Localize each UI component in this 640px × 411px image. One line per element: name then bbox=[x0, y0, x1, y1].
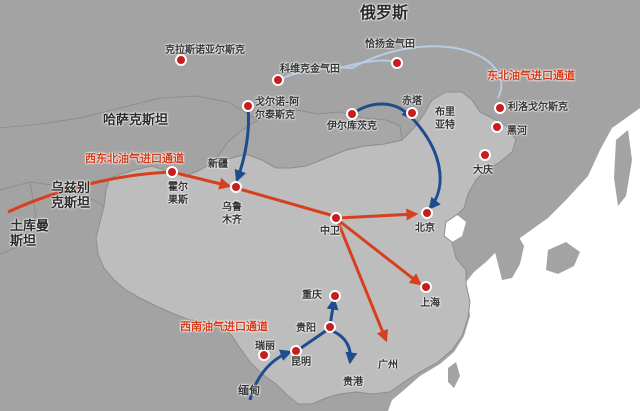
dot-beijing[interactable] bbox=[421, 207, 433, 219]
dot-irkutsk[interactable] bbox=[346, 108, 358, 120]
dot-khorgos[interactable] bbox=[166, 166, 178, 178]
route-turkmen-khorgos bbox=[7, 170, 173, 214]
label-chita: 赤塔 bbox=[402, 96, 422, 107]
label-myanmar: 缅甸 bbox=[238, 384, 260, 397]
sakhalin bbox=[614, 130, 632, 206]
route-kunming-guiyang bbox=[297, 326, 331, 352]
label-chayanda: 恰扬金气田 bbox=[365, 39, 415, 50]
label-chongqing: 重庆 bbox=[302, 290, 322, 301]
label-kovykta: 科维克金气田 bbox=[280, 64, 340, 75]
dot-chayanda[interactable] bbox=[391, 57, 403, 69]
border-russia bbox=[0, 95, 259, 129]
route-urumqi-zhongwei bbox=[235, 186, 335, 218]
japan bbox=[546, 242, 580, 274]
label-urumqi: 乌鲁 木齐 bbox=[222, 202, 242, 226]
route-zhongwei-beijing bbox=[337, 208, 419, 221]
korea bbox=[494, 230, 524, 280]
label-guigang: 贵港 bbox=[343, 377, 363, 388]
label-daqing: 大庆 bbox=[473, 165, 493, 176]
city-dots bbox=[166, 54, 506, 361]
dot-gorno-altaysk[interactable] bbox=[242, 100, 254, 112]
label-southwest-route: 西南油气进口通道 bbox=[180, 320, 268, 333]
hainan bbox=[350, 394, 370, 411]
label-heihe: 黑河 bbox=[507, 126, 527, 137]
route-chita-beijing bbox=[410, 116, 442, 210]
dot-ruili[interactable] bbox=[258, 349, 270, 361]
label-zhongwei: 中卫 bbox=[320, 226, 340, 237]
dot-heihe[interactable] bbox=[491, 121, 503, 133]
label-northeast-route: 东北油气进口通道 bbox=[487, 69, 575, 82]
label-ruili: 瑞丽 bbox=[255, 341, 275, 352]
label-turkmenistan: 土库曼 斯坦 bbox=[10, 219, 50, 249]
label-kunming: 昆明 bbox=[291, 357, 311, 368]
dot-urumqi[interactable] bbox=[230, 181, 242, 193]
sea-bohai bbox=[444, 214, 466, 242]
taiwan bbox=[448, 362, 460, 388]
route-gorno-urumqi bbox=[234, 107, 250, 183]
dot-kunming[interactable] bbox=[290, 345, 302, 357]
northeast-route-loop bbox=[277, 45, 503, 99]
label-komsomolsk: 利洛戈尔斯克 bbox=[508, 102, 568, 113]
route-khorgos-urumqi bbox=[171, 170, 232, 190]
dot-chongqing[interactable] bbox=[329, 290, 341, 302]
label-krasnoyarsk: 克拉斯诺亚尔斯克 bbox=[165, 45, 245, 56]
dot-shanghai[interactable] bbox=[420, 281, 432, 293]
dot-kovykta[interactable] bbox=[272, 74, 284, 86]
mongolia bbox=[212, 109, 403, 169]
border-central-asia bbox=[0, 181, 105, 255]
label-uzbekistan: 乌兹别 克斯坦 bbox=[51, 181, 91, 211]
label-buir: 布里 亚特 bbox=[435, 107, 455, 131]
label-shanghai: 上海 bbox=[420, 298, 440, 309]
dot-komsomolsk[interactable] bbox=[494, 102, 506, 114]
route-zhongwei-shanghai bbox=[337, 218, 422, 286]
dot-krasnoyarsk[interactable] bbox=[175, 54, 187, 66]
route-zhongwei-guangzhou bbox=[336, 221, 388, 343]
dot-daqing[interactable] bbox=[479, 149, 491, 161]
label-northwest-route: 西东北油气进口通道 bbox=[85, 152, 184, 165]
route-myanmar-kunming bbox=[248, 349, 293, 401]
dot-chita[interactable] bbox=[406, 107, 418, 119]
label-xinjiang: 新疆 bbox=[208, 159, 228, 170]
label-gorno-altaysk: 戈尔诺-阿 尔泰斯克 bbox=[255, 97, 300, 121]
label-irkutsk: 伊尔库茨克 bbox=[327, 121, 377, 132]
label-guangzhou: 广州 bbox=[378, 360, 398, 371]
dot-guiyang[interactable] bbox=[324, 321, 336, 333]
label-khorgos: 霍尔 果斯 bbox=[168, 182, 188, 206]
label-guiyang: 贵阳 bbox=[296, 323, 316, 334]
dot-zhongwei[interactable] bbox=[330, 212, 342, 224]
label-russia: 俄罗斯 bbox=[360, 3, 409, 22]
label-kazakhstan: 哈萨克斯坦 bbox=[103, 113, 169, 128]
label-beijing: 北京 bbox=[415, 223, 435, 234]
